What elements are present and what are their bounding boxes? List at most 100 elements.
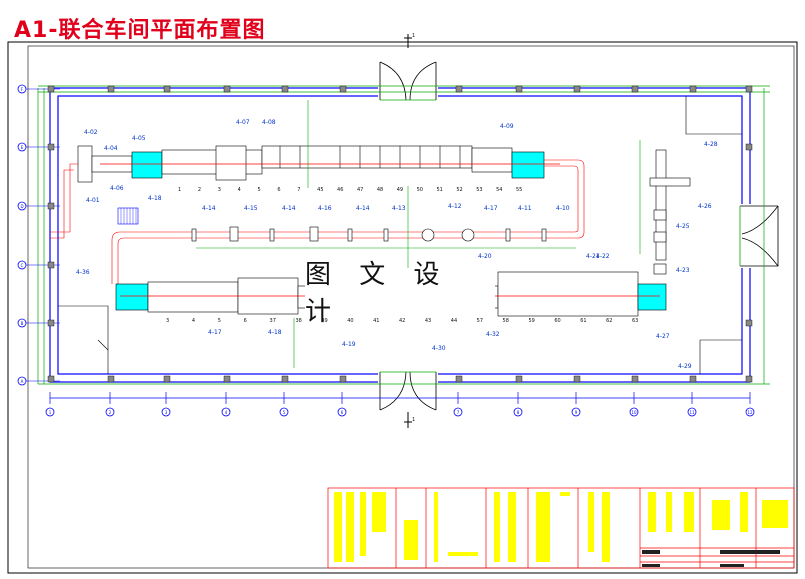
upper-station-number: 52 xyxy=(456,187,462,193)
upper-station-number: 1 xyxy=(178,187,181,193)
col-5: 5 xyxy=(283,410,286,415)
col-3: 3 xyxy=(165,410,168,415)
sheet-border xyxy=(7,41,798,574)
south-door-opening xyxy=(378,370,438,386)
callout-4-14-a: 4-14 xyxy=(202,205,216,212)
upper-station-number: 55 xyxy=(516,187,522,193)
callout-4-09: 4-09 xyxy=(500,123,514,130)
callout-4-15: 4-15 xyxy=(244,205,258,212)
callout-4-28: 4-28 xyxy=(704,141,718,148)
bottom-dimension-lines xyxy=(49,392,751,404)
callout-4-07: 4-07 xyxy=(236,119,250,126)
callout-4-25: 4-25 xyxy=(676,223,690,230)
upper-station-number: 7 xyxy=(297,187,300,193)
left-rooms xyxy=(58,96,742,374)
callout-4-19: 4-19 xyxy=(342,341,356,348)
middle-line-devices xyxy=(191,226,547,242)
callout-4-05: 4-05 xyxy=(132,135,146,142)
callout-4-36: 4-36 xyxy=(76,269,90,276)
row-E: E xyxy=(21,145,24,150)
callout-4-32: 4-32 xyxy=(486,331,500,338)
upper-station-number: 2 xyxy=(198,187,201,193)
lower-station-number: 44 xyxy=(451,318,457,324)
section-mark-bottom xyxy=(404,412,412,428)
lower-station-number: 42 xyxy=(399,318,405,324)
section-mark-top-label: 1 xyxy=(412,33,415,39)
col-12: 12 xyxy=(747,410,753,415)
lower-station-number: 43 xyxy=(425,318,431,324)
col-9: 9 xyxy=(575,410,578,415)
lower-station-number: 61 xyxy=(580,318,586,324)
lower-station-number: 3 xyxy=(166,318,169,324)
lower-station-number: 4 xyxy=(192,318,195,324)
upper-station-number: 50 xyxy=(417,187,423,193)
row-grid-lines xyxy=(26,88,60,382)
top-dimension-lines xyxy=(37,85,770,385)
column-grid-bubbles xyxy=(45,407,755,417)
drawing-title: A1-联合车间平面布置图 xyxy=(14,18,266,43)
col-2: 2 xyxy=(109,410,112,415)
callout-4-23: 4-23 xyxy=(676,267,690,274)
upper-station-number: 51 xyxy=(436,187,442,193)
upper-line xyxy=(77,145,545,183)
callout-4-14-c: 4-14 xyxy=(356,205,370,212)
title-block-text-bars xyxy=(642,550,780,567)
lower-station-number: 41 xyxy=(373,318,379,324)
row-grid-labels: F E D C B A xyxy=(20,87,23,384)
lower-station-number: 63 xyxy=(632,318,638,324)
watermark: 图 文 设 计 xyxy=(305,260,495,327)
upper-station-number: 6 xyxy=(277,187,280,193)
conveyor-loop xyxy=(50,159,585,284)
callout-4-18-b: 4-18 xyxy=(268,329,282,336)
column-grid-labels: 1 2 3 4 5 6 7 8 9 10 11 12 xyxy=(49,410,753,415)
section-mark-bottom-label: 1 xyxy=(412,417,415,423)
col-7: 7 xyxy=(457,410,460,415)
callout-4-18: 4-18 xyxy=(148,195,162,202)
row-C: C xyxy=(21,263,24,268)
upper-station-number: 5 xyxy=(258,187,261,193)
lower-station-number: 5 xyxy=(218,318,221,324)
lower-station-number: 37 xyxy=(270,318,276,324)
upper-station-number: 48 xyxy=(377,187,383,193)
callout-4-29: 4-29 xyxy=(678,363,692,370)
east-door-opening xyxy=(738,204,754,268)
callout-4-17-a: 4-17 xyxy=(484,205,498,212)
upper-station-number: 46 xyxy=(337,187,343,193)
callout-4-26: 4-26 xyxy=(698,203,712,210)
callout-labels: 4-02 4-05 4-04 4-06 4-01 4-07 4-08 4-09 … xyxy=(76,119,718,370)
callout-4-20: 4-20 xyxy=(478,253,492,260)
callout-4-02: 4-02 xyxy=(84,129,98,136)
right-rack xyxy=(649,149,691,275)
south-door xyxy=(379,371,437,411)
col-6: 6 xyxy=(341,410,344,415)
section-mark-top xyxy=(404,34,412,48)
row-A: A xyxy=(21,379,24,384)
lower-station-number: 6 xyxy=(244,318,247,324)
upper-station-number: 45 xyxy=(317,187,323,193)
callout-4-12: 4-12 xyxy=(448,203,462,210)
callout-4-10: 4-10 xyxy=(556,205,570,212)
lower-station-number: 58 xyxy=(503,318,509,324)
row-grid-bubbles xyxy=(17,84,27,386)
north-door xyxy=(379,61,437,101)
callout-4-06: 4-06 xyxy=(110,185,124,192)
lower-station-number: 60 xyxy=(554,318,560,324)
lower-station-number: 57 xyxy=(477,318,483,324)
callout-4-01: 4-01 xyxy=(86,197,100,204)
callout-4-16: 4-16 xyxy=(318,205,332,212)
lower-station-number: 40 xyxy=(347,318,353,324)
callout-4-21: 4-21 xyxy=(586,253,600,260)
lower-station-number: 62 xyxy=(606,318,612,324)
callout-4-30: 4-30 xyxy=(432,345,446,352)
row-F: F xyxy=(21,87,24,92)
title-block-fill xyxy=(334,492,788,562)
callout-4-14-b: 4-14 xyxy=(282,205,296,212)
callout-4-11: 4-11 xyxy=(518,205,532,212)
upper-station-number: 49 xyxy=(397,187,403,193)
title-block xyxy=(327,487,795,569)
lower-station-number: 39 xyxy=(321,318,327,324)
row-D: D xyxy=(20,204,23,209)
callout-4-27: 4-27 xyxy=(656,333,670,340)
lower-station-number: 38 xyxy=(295,318,301,324)
callout-4-04: 4-04 xyxy=(104,145,118,152)
